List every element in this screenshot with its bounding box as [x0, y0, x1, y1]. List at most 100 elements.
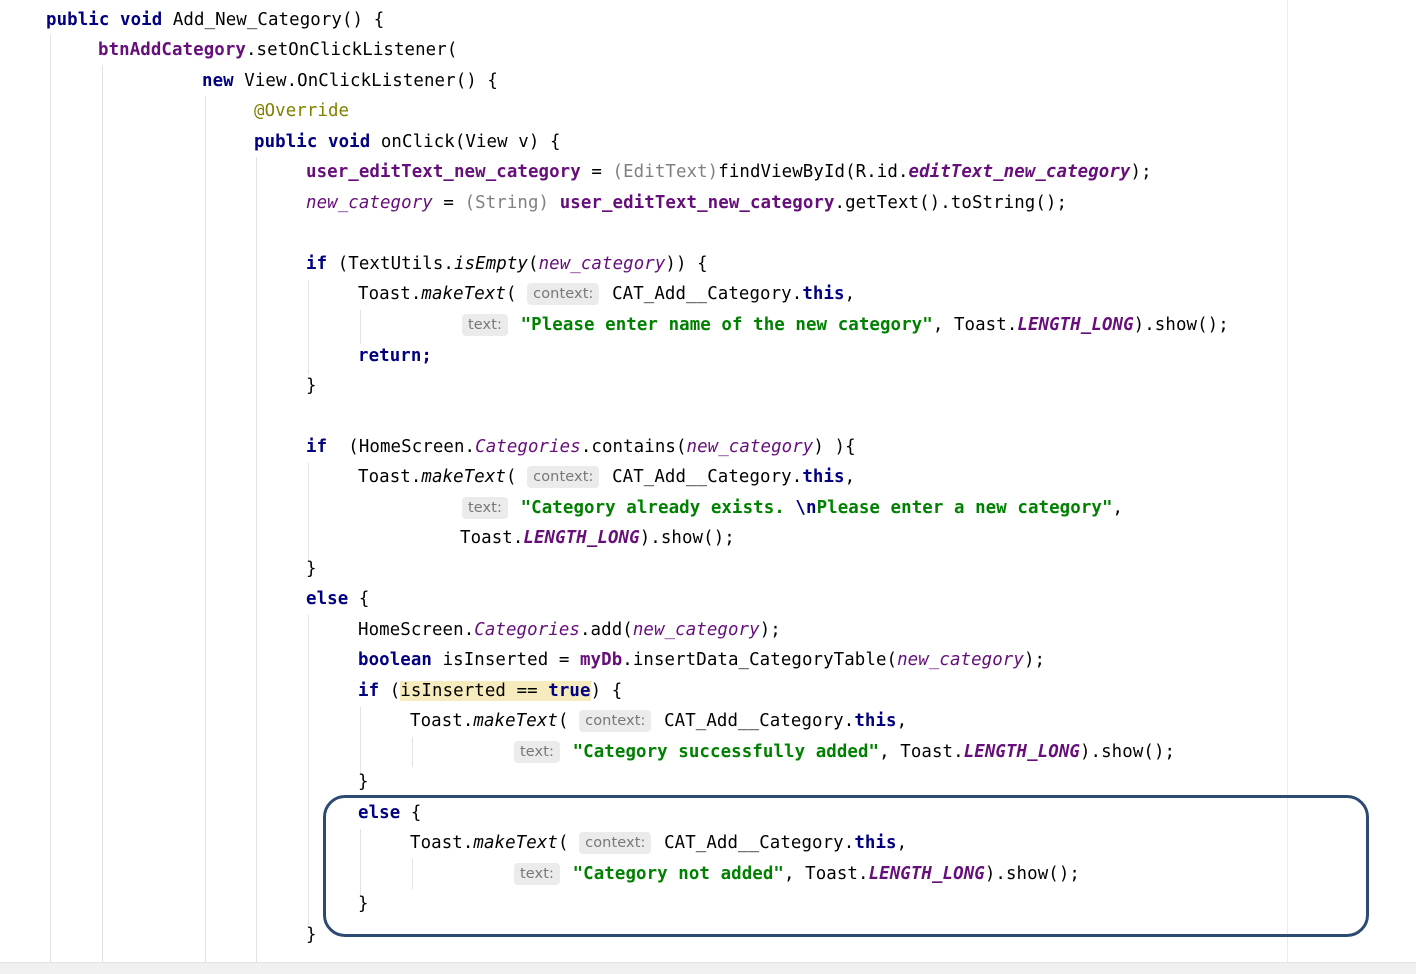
- keyword-public: public: [46, 10, 110, 30]
- code-token: ,: [896, 833, 908, 853]
- code-line-close-brace: }: [358, 889, 369, 919]
- keyword-return: return;: [358, 346, 432, 366]
- indent-guide: [412, 737, 413, 767]
- code-token: Toast.: [410, 711, 474, 731]
- code-token: );: [1023, 650, 1046, 670]
- static-field-categories: Categories: [474, 620, 580, 640]
- keyword-if: if: [306, 254, 328, 274]
- code-token: , Toast.: [932, 315, 1018, 335]
- method-name: Add_New_Category: [172, 10, 342, 30]
- field-user-edittext: user_editText_new_category: [306, 162, 581, 182]
- condition-text: isInserted ==: [400, 681, 549, 701]
- code-token: ).show();: [1079, 742, 1176, 762]
- static-field-categories: Categories: [475, 437, 581, 457]
- string-literal: Please enter a new category": [816, 498, 1113, 518]
- field-mydb: myDb: [579, 650, 623, 670]
- code-token: .insertData_CategoryTable(: [622, 650, 898, 670]
- redundant-cast: (EditText): [612, 162, 719, 182]
- code-line-return: return;: [358, 341, 432, 371]
- static-field-new-category: new_category: [538, 254, 666, 274]
- keyword-true: true: [548, 681, 591, 701]
- indent-guide: [360, 829, 361, 897]
- code-token: );: [759, 620, 781, 640]
- code-token: CAT_Add__Category.: [612, 467, 803, 487]
- code-token: ,: [844, 284, 856, 304]
- indent-guide: [412, 859, 413, 889]
- parameter-hint-text: text:: [462, 314, 509, 336]
- inspection-highlight: isInserted == true: [400, 681, 591, 701]
- parameter-hint-context: context:: [579, 710, 652, 732]
- code-token: HomeScreen.: [358, 620, 475, 640]
- field-btn-add-category: btnAddCategory: [98, 40, 246, 60]
- code-token: CAT_Add__Category.: [664, 711, 855, 731]
- code-token: CAT_Add__Category.: [612, 284, 803, 304]
- static-field-id: editText_new_category: [908, 162, 1131, 182]
- annotation-override: @Override: [254, 101, 350, 121]
- indent-guide: [360, 707, 361, 775]
- code-token: =: [580, 162, 613, 182]
- code-line-close-brace: }: [306, 920, 317, 950]
- code-token: ,: [1112, 498, 1124, 518]
- indent-guide: [102, 65, 103, 962]
- right-margin-guide: [1287, 0, 1288, 962]
- code-token: (: [528, 254, 539, 274]
- keyword-new: new: [202, 71, 234, 91]
- code-line-toast-1-text: text: "Please enter name of the new cate…: [462, 310, 1229, 340]
- code-token: findViewById(R.id.: [718, 162, 909, 182]
- closing-brace: }: [358, 772, 369, 792]
- code-token: ) ){: [813, 437, 856, 457]
- code-token: Toast.: [460, 528, 524, 548]
- code-token: ).show();: [639, 528, 735, 548]
- parameter-hint-text: text:: [462, 497, 509, 519]
- indent-guide: [308, 463, 309, 560]
- static-field-length-long: LENGTH_LONG: [868, 864, 985, 884]
- callout-box: [323, 795, 1369, 937]
- parameter-hint-context: context:: [527, 283, 600, 305]
- static-field-new-category: new_category: [306, 193, 433, 213]
- field-user-edittext: user_editText_new_category: [559, 193, 835, 213]
- redundant-cast: (String): [464, 193, 550, 213]
- code-line-set-listener: btnAddCategory.setOnClickListener(: [98, 35, 457, 65]
- code-token: );: [1130, 162, 1152, 182]
- code-token: CAT_Add__Category.: [664, 833, 855, 853]
- keyword-void: void: [120, 10, 163, 30]
- string-literal: "Please enter name of the new category": [520, 315, 933, 335]
- indent-guide: [308, 280, 309, 375]
- parameter-hint-context: context:: [527, 466, 600, 488]
- code-token: View.OnClickListener() {: [244, 71, 498, 91]
- code-line-toast-1: Toast.makeText( context: CAT_Add__Catego…: [358, 279, 855, 309]
- keyword-this: this: [854, 833, 897, 853]
- code-line-toast-4: Toast.makeText( context: CAT_Add__Catego…: [410, 828, 907, 858]
- code-token: ,: [844, 467, 856, 487]
- code-line-toast-4-text: text: "Category not added", Toast.LENGTH…: [514, 859, 1080, 889]
- code-token: , Toast.: [879, 742, 964, 762]
- code-token: (: [389, 681, 401, 701]
- keyword-this: this: [802, 284, 845, 304]
- code-token: )) {: [665, 254, 708, 274]
- code-token: .add(: [579, 620, 633, 640]
- static-field-new-category: new_category: [897, 650, 1024, 670]
- code-line-if-inserted: if (isInserted == true) {: [358, 676, 622, 706]
- method-make-text: makeText: [421, 284, 506, 304]
- indent-guide: [50, 35, 51, 962]
- horizontal-scrollbar[interactable]: [0, 962, 1416, 974]
- code-token: ).show();: [1133, 315, 1229, 335]
- code-token: isInserted =: [432, 650, 580, 670]
- static-field-length-long: LENGTH_LONG: [523, 528, 640, 548]
- string-literal: "Category already exists.: [520, 498, 796, 518]
- code-token: .getText().toString();: [834, 193, 1068, 213]
- keyword-if: if: [358, 681, 380, 701]
- escape-sequence: \n: [795, 498, 817, 518]
- method-make-text: makeText: [473, 711, 558, 731]
- code-line-boolean: boolean isInserted = myDb.insertData_Cat…: [358, 645, 1045, 675]
- code-line-if-empty: if (TextUtils.isEmpty(new_category)) {: [306, 249, 708, 279]
- code-line-toast-2-text: text: "Category already exists. \nPlease…: [462, 493, 1123, 523]
- code-token: Toast.: [410, 833, 474, 853]
- code-line-toast-3-text: text: "Category successfully added", Toa…: [514, 737, 1175, 767]
- code-token: .setOnClickListener(: [245, 40, 458, 60]
- code-token: ,: [896, 711, 908, 731]
- code-token: ).show();: [984, 864, 1080, 884]
- code-line-add-category: HomeScreen.Categories.add(new_category);: [358, 615, 781, 645]
- code-line-assign-string: new_category = (String) user_editText_ne…: [306, 188, 1067, 218]
